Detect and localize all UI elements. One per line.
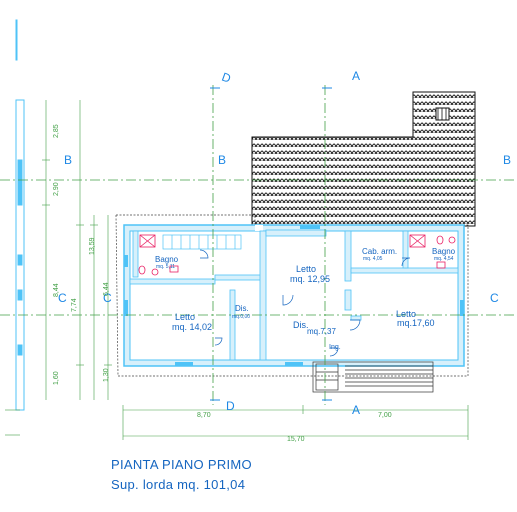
room-bagno-1-area: mq. 5,11 [156,264,175,270]
room-bagno-1-name: Bagno [155,255,179,264]
section-mark-d-bottom: D [226,399,235,413]
section-mark-b-left: B [64,153,72,167]
dim-h7: 6,44 [103,282,110,296]
room-ing-name: Ing. [329,344,341,351]
dim-w3: 15,70 [287,436,305,443]
section-mark-a-bottom: A [352,403,360,417]
dim-h4: 7,74 [71,298,78,312]
room-letto-2-area: mq. 12,95 [290,274,330,284]
room-dis-1-area: mq.0,00 [232,314,250,320]
exterior-walls [123,224,465,367]
dim-w1: 8,70 [197,412,211,419]
dim-h5: 1,60 [53,371,60,385]
room-dis-2-name: Dis. [293,320,309,330]
dimension-values: 2,85 2,90 8,44 7,74 1,60 13,59 6,44 1,30… [53,124,392,443]
section-mark-c-right: C [490,291,499,305]
room-labels: Bagno mq. 5,11 Letto mq. 14,02 Dis. mq.0… [155,247,456,351]
windows [124,225,464,366]
section-mark-a-top: A [352,69,360,83]
room-dis-1-name: Dis. [235,304,249,313]
interior-walls [129,229,459,361]
room-cab-arm-area: mq. 4,05 [363,256,383,262]
section-arrows [210,87,332,401]
room-letto-2-name: Letto [296,264,316,274]
section-mark-c-center: C [103,291,112,305]
plan-area: Sup. lorda mq. 101,04 [111,477,246,492]
room-bagno-2-name: Bagno [432,247,456,256]
door-swings [199,249,411,357]
dim-w2: 7,00 [378,412,392,419]
section-mark-b-right: B [503,153,511,167]
stairs-upper [162,234,242,250]
room-letto-1-area: mq. 14,02 [172,322,212,332]
stairs-entrance [312,361,434,393]
roof-tiles [251,91,476,227]
room-dis-2-area: mq.7,37 [307,327,336,336]
section-mark-b-center: B [218,153,226,167]
room-cab-arm-name: Cab. arm. [362,247,397,256]
section-lines [0,85,517,405]
dim-h8: 1,30 [103,368,110,382]
outer-footprint [115,214,469,377]
section-mark-labels: A A D D B B B C C C [58,69,511,417]
side-elevation [15,19,25,411]
dim-h2: 2,90 [53,182,60,196]
plan-title: PIANTA PIANO PRIMO [111,457,252,472]
room-letto-3-area: mq.17,60 [397,318,435,328]
dimension-lines [5,100,469,440]
room-letto-1-name: Letto [175,312,195,322]
dim-h3: 8,44 [53,283,60,297]
room-bagno-2-area: mq. 4,54 [434,256,454,262]
room-letto-3-name: Letto [396,309,416,319]
bathroom-fixtures [138,234,456,276]
dim-h6: 13,59 [89,237,96,255]
section-mark-d-top: D [220,70,233,86]
section-mark-c-left: C [58,291,67,305]
dim-h1: 2,85 [53,124,60,138]
